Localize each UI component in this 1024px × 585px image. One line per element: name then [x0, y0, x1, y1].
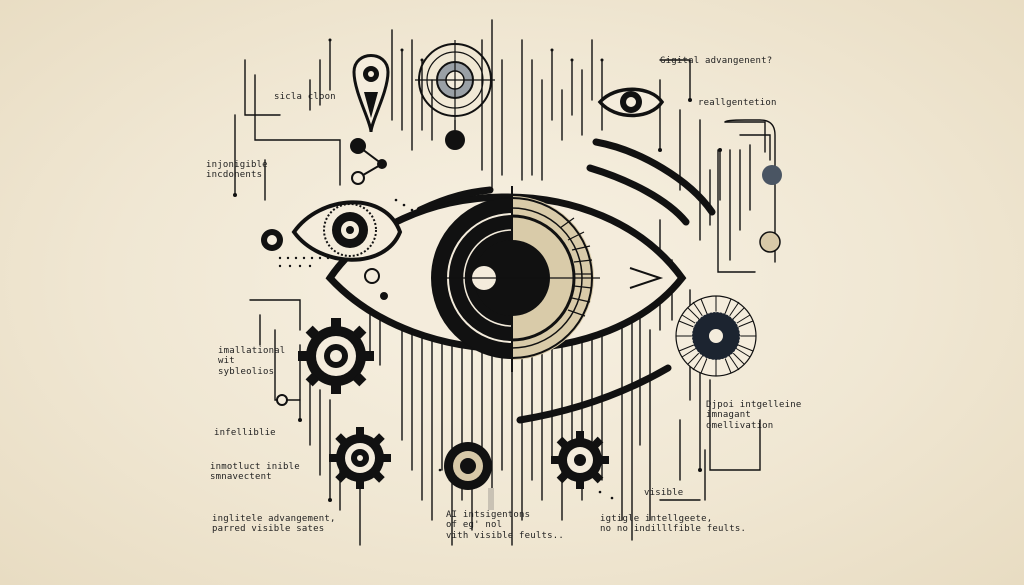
left-eye-icon [291, 200, 403, 262]
ring-icon [444, 442, 494, 510]
label-right-upper: reallgentetion [698, 98, 777, 108]
label-left-mid: imallational wit sybleolios [218, 346, 286, 377]
dot-matrix [233, 38, 722, 502]
swoosh-lines [416, 138, 716, 424]
label-bottom-right: igtigle intellgeete, no no indilllfible … [600, 514, 747, 535]
label-left-upper: injonigible incdonents [206, 160, 268, 181]
pin-icon [352, 54, 390, 133]
node-network-icon [261, 138, 782, 406]
target-icon [415, 40, 495, 150]
label-top-right: Gigital advangenent? [660, 56, 773, 66]
label-bottom-left: inglitele advangement, parred visible sa… [212, 514, 336, 535]
label-bottom-center: AI intsigentons of eg' nol vith visible … [446, 510, 564, 541]
label-top-left: sicla cloon [274, 92, 336, 102]
label-left-lower: inmotluct inible smnavectent [210, 462, 300, 483]
label-left-small: infelliblie [214, 428, 276, 438]
small-eye-icon [597, 87, 665, 118]
label-right-mid: Djpoi intgelleine imnagant omellivation [706, 400, 802, 431]
label-right-lower: visible [644, 488, 684, 498]
central-eye-icon [325, 186, 687, 372]
sunburst-icon [675, 295, 757, 377]
